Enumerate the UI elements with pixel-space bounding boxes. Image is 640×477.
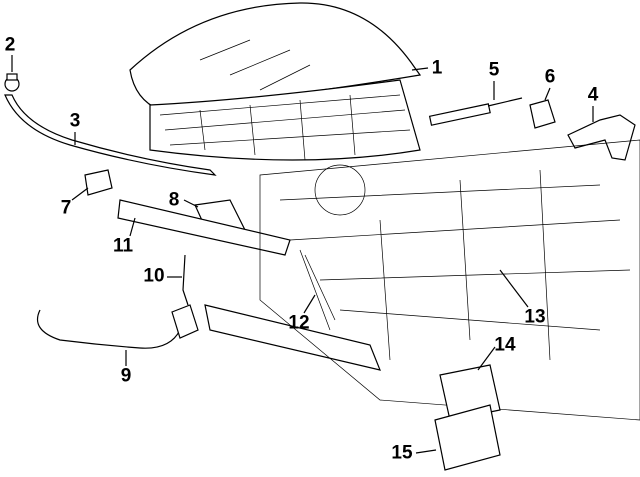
part-bracket[interactable] bbox=[529, 99, 556, 129]
callout-8[interactable]: 8 bbox=[168, 189, 180, 211]
part-frame bbox=[204, 139, 640, 421]
part-hood-strut[interactable] bbox=[428, 97, 523, 126]
callout-15[interactable]: 15 bbox=[391, 442, 413, 464]
callout-1[interactable]: 1 bbox=[431, 57, 443, 79]
callout-9[interactable]: 9 bbox=[120, 365, 132, 387]
part-release-cable[interactable] bbox=[36, 304, 199, 349]
part-bumper[interactable] bbox=[4, 73, 20, 92]
callout-12[interactable]: 12 bbox=[288, 312, 310, 334]
part-weatherstrip[interactable] bbox=[4, 94, 217, 176]
callout-10[interactable]: 10 bbox=[143, 265, 165, 287]
part-support[interactable] bbox=[117, 199, 291, 256]
callout-2[interactable]: 2 bbox=[4, 34, 16, 56]
part-mount-bracket[interactable] bbox=[434, 404, 501, 471]
part-hinge[interactable] bbox=[567, 114, 636, 161]
callout-5[interactable]: 5 bbox=[488, 59, 500, 81]
callout-7[interactable]: 7 bbox=[60, 197, 72, 219]
callout-13[interactable]: 13 bbox=[524, 306, 546, 328]
callout-14[interactable]: 14 bbox=[494, 334, 516, 356]
leader-lines bbox=[11, 55, 594, 454]
callout-11[interactable]: 11 bbox=[112, 235, 134, 257]
part-latch-bracket[interactable] bbox=[84, 169, 113, 196]
part-prop-rod[interactable] bbox=[182, 254, 189, 306]
part-hood[interactable] bbox=[129, 2, 422, 161]
callout-4[interactable]: 4 bbox=[587, 84, 599, 106]
callout-3[interactable]: 3 bbox=[69, 110, 81, 132]
callout-6[interactable]: 6 bbox=[544, 66, 556, 88]
